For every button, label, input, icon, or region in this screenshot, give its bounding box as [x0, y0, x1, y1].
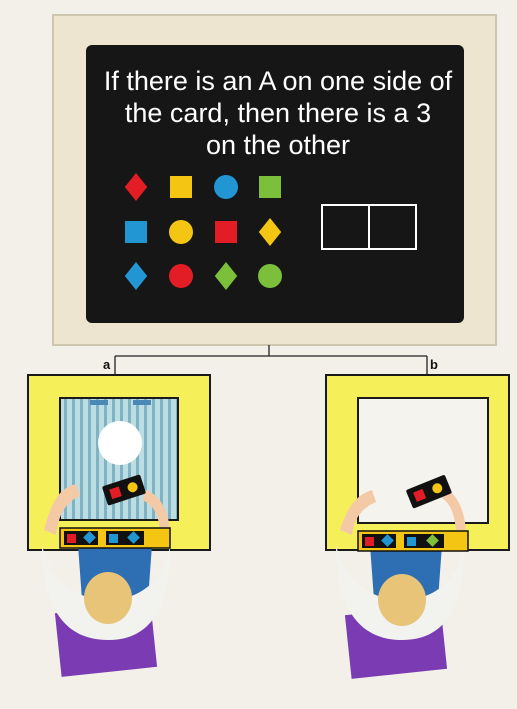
panel-b-label: b [430, 357, 438, 372]
panel-b-head [378, 574, 426, 626]
rule-text-line-2: the card, then there is a 3 [88, 98, 468, 128]
panel-a [28, 375, 210, 677]
circle-shape [169, 264, 193, 288]
circle-shape [258, 264, 282, 288]
square-shape [259, 176, 281, 198]
panel-a-label: a [103, 357, 110, 372]
panel-a-head [84, 572, 132, 624]
square-shape [125, 221, 147, 243]
square-shape [215, 221, 237, 243]
rule-text-line-3: on the other [88, 130, 468, 160]
panel-a-clip-right [133, 400, 151, 405]
panel-a-clip-left [90, 400, 108, 405]
panel-b [326, 375, 509, 679]
connector-lines [115, 345, 427, 375]
panel-a-response-tray [60, 528, 170, 548]
circle-shape [169, 220, 193, 244]
circle-shape [214, 175, 238, 199]
panel-a-board-hole [98, 421, 142, 465]
panel-b-response-tray [358, 531, 468, 551]
square-shape [170, 176, 192, 198]
rule-text-line-1: If there is an A on one side of [88, 66, 468, 96]
monitor [53, 15, 496, 345]
